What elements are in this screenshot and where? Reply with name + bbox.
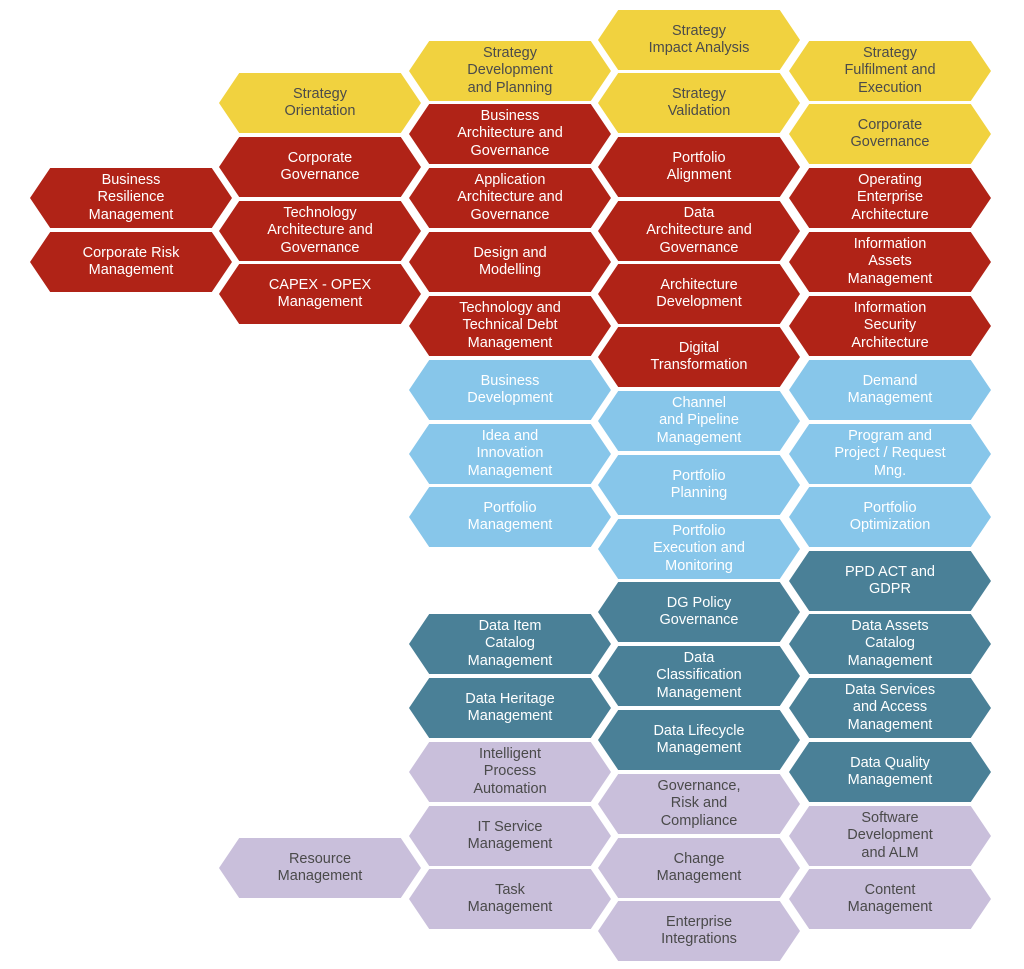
capability-hex-dg-policy-governance[interactable]: DG Policy Governance [598,582,800,642]
capability-hex-data-assets-catalog-management[interactable]: Data Assets Catalog Management [789,614,991,674]
capability-hex-data-services-access-management[interactable]: Data Services and Access Management [789,678,991,738]
capability-label: Demand Management [847,372,933,407]
capability-label: Task Management [467,881,553,916]
capability-label: Enterprise Integrations [661,913,737,948]
capability-hex-data-architecture-governance[interactable]: Data Architecture and Governance [598,201,800,261]
capability-label: Strategy Validation [667,85,731,120]
capability-hex-enterprise-integrations[interactable]: Enterprise Integrations [598,901,800,961]
capability-hex-intelligent-process-automation[interactable]: Intelligent Process Automation [409,742,611,802]
capability-hex-channel-pipeline-management[interactable]: Channel and Pipeline Management [598,391,800,451]
capability-label: Data Lifecycle Management [653,722,745,757]
capability-hex-corporate-risk-management[interactable]: Corporate Risk Management [30,232,232,292]
capability-label: Intelligent Process Automation [473,745,547,797]
capability-hex-corporate-governance-yellow[interactable]: Corporate Governance [789,104,991,164]
capability-label: Data Architecture and Governance [646,204,752,256]
capability-label: Data Heritage Management [465,690,555,725]
capability-label: Digital Transformation [650,339,748,374]
capability-hex-data-classification-management[interactable]: Data Classification Management [598,646,800,706]
capability-label: Governance, Risk and Compliance [657,777,741,829]
capability-hex-business-resilience-management[interactable]: Business Resilience Management [30,168,232,228]
capability-hex-capex-opex-management[interactable]: CAPEX - OPEX Management [219,264,421,324]
capability-hex-governance-risk-compliance[interactable]: Governance, Risk and Compliance [598,774,800,834]
capability-hex-technology-technical-debt-management[interactable]: Technology and Technical Debt Management [409,296,611,356]
capability-hex-strategy-impact-analysis[interactable]: Strategy Impact Analysis [598,10,800,70]
capability-label: Business Resilience Management [88,171,174,223]
capability-label: Change Management [656,850,742,885]
capability-label: Information Security Architecture [851,299,929,351]
capability-label: Data Classification Management [656,649,742,701]
capability-hex-content-management[interactable]: Content Management [789,869,991,929]
capability-label: CAPEX - OPEX Management [268,276,372,311]
capability-label: Data Quality Management [847,754,933,789]
capability-hex-software-development-alm[interactable]: Software Development and ALM [789,806,991,866]
capability-hex-portfolio-alignment[interactable]: Portfolio Alignment [598,137,800,197]
capability-hex-ppd-act-gdpr[interactable]: PPD ACT and GDPR [789,551,991,611]
capability-hex-application-architecture-governance[interactable]: Application Architecture and Governance [409,168,611,228]
capability-hex-demand-management[interactable]: Demand Management [789,360,991,420]
capability-hex-operating-enterprise-architecture[interactable]: Operating Enterprise Architecture [789,168,991,228]
capability-hex-technology-architecture-governance[interactable]: Technology Architecture and Governance [219,201,421,261]
capability-label: Corporate Risk Management [82,244,180,279]
capability-label: Technology and Technical Debt Management [459,299,561,351]
capability-label: Portfolio Execution and Monitoring [653,522,745,574]
capability-label: Information Assets Management [847,235,933,287]
capability-label: IT Service Management [467,818,553,853]
capability-label: Operating Enterprise Architecture [851,171,929,223]
capability-label: Strategy Fulfilment and Execution [844,44,936,96]
capability-label: Content Management [847,881,933,916]
capability-label: Data Services and Access Management [844,681,936,733]
capability-label: Business Development [467,372,553,407]
capability-hex-idea-innovation-management[interactable]: Idea and Innovation Management [409,424,611,484]
capability-hex-task-management[interactable]: Task Management [409,869,611,929]
capability-hex-corporate-governance-red[interactable]: Corporate Governance [219,137,421,197]
capability-hex-data-heritage-management[interactable]: Data Heritage Management [409,678,611,738]
capability-hex-data-quality-management[interactable]: Data Quality Management [789,742,991,802]
capability-label: Portfolio Alignment [666,149,732,184]
capability-hex-it-service-management[interactable]: IT Service Management [409,806,611,866]
capability-label: Strategy Orientation [284,85,356,120]
capability-hex-architecture-development[interactable]: Architecture Development [598,264,800,324]
capability-label: Strategy Development and Planning [467,44,553,96]
capability-hex-portfolio-management[interactable]: Portfolio Management [409,487,611,547]
capability-label: Portfolio Management [467,499,553,534]
capability-label: Corporate Governance [280,149,360,184]
capability-hex-portfolio-planning[interactable]: Portfolio Planning [598,455,800,515]
capability-hex-strategy-development-planning[interactable]: Strategy Development and Planning [409,41,611,101]
capability-label: Portfolio Planning [670,467,728,502]
capability-label: Portfolio Optimization [849,499,931,534]
capability-hex-design-and-modelling[interactable]: Design and Modelling [409,232,611,292]
capability-label: DG Policy Governance [659,594,739,629]
capability-hex-digital-transformation[interactable]: Digital Transformation [598,327,800,387]
capability-label: Channel and Pipeline Management [656,394,742,446]
capability-hex-data-lifecycle-management[interactable]: Data Lifecycle Management [598,710,800,770]
capability-label: Corporate Governance [850,116,930,151]
capability-label: Software Development and ALM [847,809,933,861]
capability-label: Program and Project / Request Mng. [834,427,946,479]
capability-label: Idea and Innovation Management [467,427,553,479]
capability-label: Strategy Impact Analysis [648,22,750,57]
capability-label: Application Architecture and Governance [457,171,563,223]
capability-label: Resource Management [277,850,363,885]
capability-hex-information-assets-management[interactable]: Information Assets Management [789,232,991,292]
capability-hex-portfolio-optimization[interactable]: Portfolio Optimization [789,487,991,547]
capability-hex-data-item-catalog-management[interactable]: Data Item Catalog Management [409,614,611,674]
capability-label: Data Assets Catalog Management [847,617,933,669]
capability-label: Technology Architecture and Governance [267,204,373,256]
capability-label: Architecture Development [656,276,742,311]
capability-hex-strategy-validation[interactable]: Strategy Validation [598,73,800,133]
capability-hex-resource-management[interactable]: Resource Management [219,838,421,898]
capability-hex-business-development[interactable]: Business Development [409,360,611,420]
capability-hex-program-project-request-mng[interactable]: Program and Project / Request Mng. [789,424,991,484]
capability-hex-portfolio-execution-monitoring[interactable]: Portfolio Execution and Monitoring [598,519,800,579]
capability-hex-information-security-architecture[interactable]: Information Security Architecture [789,296,991,356]
capability-label: Design and Modelling [473,244,547,279]
capability-label: Data Item Catalog Management [467,617,553,669]
capability-hex-business-architecture-governance[interactable]: Business Architecture and Governance [409,104,611,164]
capability-hex-strategy-orientation[interactable]: Strategy Orientation [219,73,421,133]
capability-label: PPD ACT and GDPR [844,563,935,598]
capability-hex-change-management[interactable]: Change Management [598,838,800,898]
capability-hex-strategy-fulfilment-execution[interactable]: Strategy Fulfilment and Execution [789,41,991,101]
capability-label: Business Architecture and Governance [457,107,563,159]
